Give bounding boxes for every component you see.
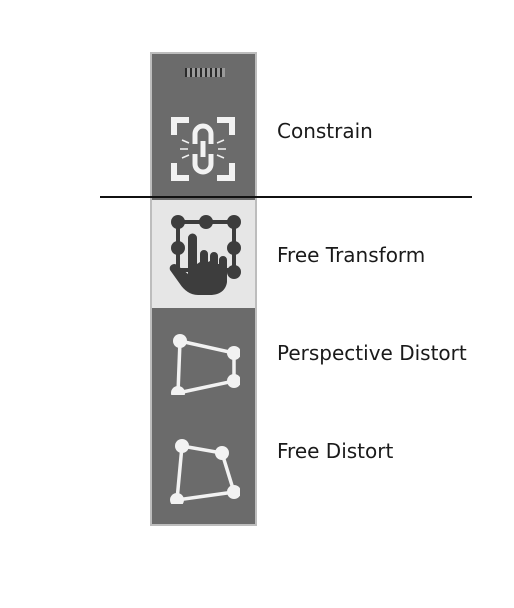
constrain-label: Constrain [277,119,373,143]
drag-grip-handle[interactable] [185,68,225,77]
perspective-distort-label: Perspective Distort [277,341,467,365]
constrain-link-icon [171,117,235,181]
free-distort-icon [170,439,240,504]
free-distort-label: Free Distort [277,439,394,463]
free-transform-tool-button[interactable] [152,200,255,308]
constrain-tool-button[interactable] [152,98,255,198]
free-transform-label: Free Transform [277,243,426,267]
free-transform-hand-icon [169,215,241,295]
transform-toolbar [150,52,257,526]
perspective-distort-icon [171,334,240,395]
section-divider [100,196,472,198]
free-distort-tool-button[interactable] [152,408,255,520]
perspective-distort-tool-button[interactable] [152,310,255,408]
